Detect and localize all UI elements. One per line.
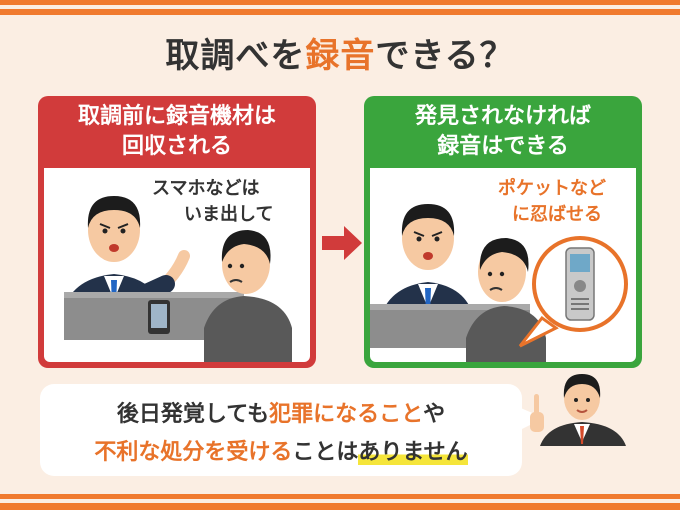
hiding-note-line2: に忍ばせる <box>512 204 602 225</box>
arrow-right-icon <box>322 226 362 260</box>
left-heading-line1: 取調前に録音機材は <box>77 104 276 129</box>
page-title: 取調べを録音できる？ <box>0 28 680 77</box>
left-panel-scene: スマホなどは いま出して <box>44 168 310 362</box>
top-stripe-thin <box>0 0 680 5</box>
conclusion-line2-c: ありません <box>358 440 468 465</box>
officer-speech: スマホなどは いま出して <box>152 176 273 228</box>
conclusion-line1-c: や <box>423 402 446 427</box>
left-heading-line2: 回収される <box>121 134 232 159</box>
right-heading-line2: 録音はできる <box>437 134 569 159</box>
officer-speech-line1: スマホなどは <box>152 178 260 199</box>
right-panel: 発見されなければ 録音はできる <box>364 96 642 368</box>
conclusion-line2-a: 不利な処分を受ける <box>94 440 293 465</box>
title-accent: 録音 <box>305 36 376 76</box>
voice-recorder-callout <box>518 236 628 348</box>
conclusion-line1-b: 犯罪になること <box>269 402 424 427</box>
top-stripe-thick <box>0 9 680 15</box>
conclusion-box: 後日発覚しても犯罪になることや 不利な処分を受けることはありません <box>40 384 522 476</box>
title-main: 取調べを <box>165 36 306 76</box>
hiding-note: ポケットなど に忍ばせる <box>498 176 606 228</box>
suspect-figure <box>204 230 292 362</box>
officer-speech-line2: いま出して <box>184 204 274 225</box>
right-panel-heading: 発見されなければ 録音はできる <box>364 96 642 168</box>
pointing-finger-icon <box>530 394 544 432</box>
right-heading-line1: 発見されなければ <box>414 104 591 129</box>
bottom-stripe-thin <box>0 494 680 499</box>
conclusion-line1: 後日発覚しても犯罪になることや <box>40 396 522 428</box>
suspect-figure <box>466 238 546 362</box>
smartphone-icon <box>148 300 170 334</box>
lawyer-figure <box>530 374 626 446</box>
hiding-note-line1: ポケットなど <box>498 178 606 199</box>
left-panel-heading: 取調前に録音機材は 回収される <box>38 96 316 168</box>
bottom-stripe-thick <box>0 503 680 510</box>
voice-recorder-icon <box>565 247 595 321</box>
conclusion-line2-b: ことは <box>292 440 359 465</box>
interrogation-scene-illustration <box>64 196 292 362</box>
right-panel-scene: ポケットなど に忍ばせる <box>370 168 636 362</box>
conclusion-line1-a: 後日発覚しても <box>116 402 270 427</box>
title-tail: できる？ <box>375 36 515 76</box>
conclusion-line2: 不利な処分を受けることはありません <box>40 434 522 466</box>
hidden-recorder-scene-illustration <box>370 204 628 362</box>
left-panel: 取調前に録音機材は 回収される <box>38 96 316 368</box>
